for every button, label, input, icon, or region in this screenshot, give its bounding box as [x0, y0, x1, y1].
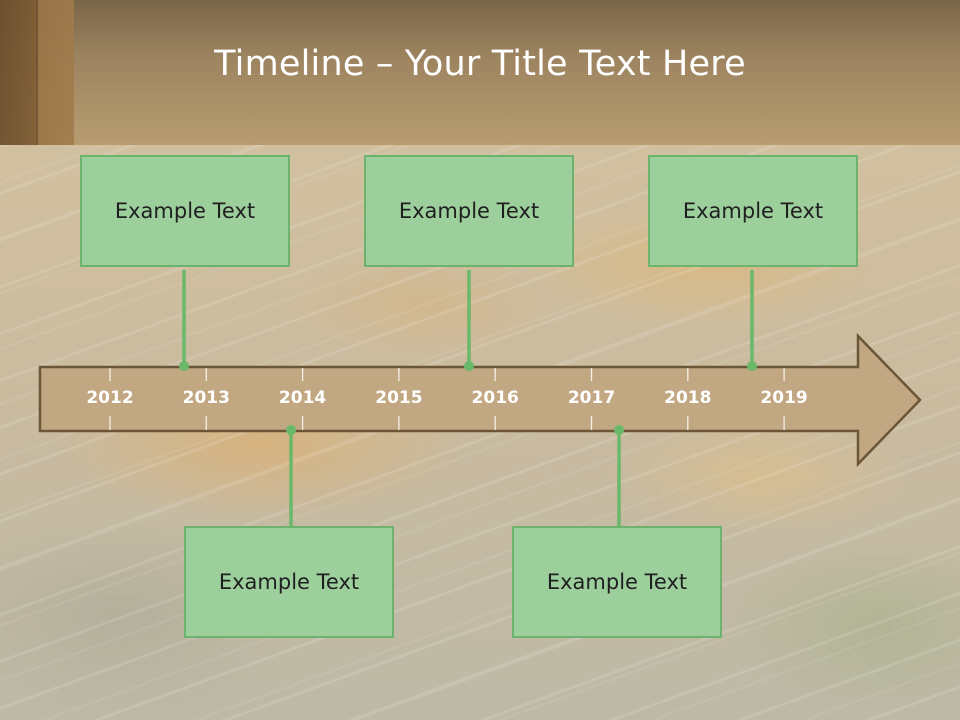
- event-box-bottom-1: Example Text: [184, 526, 394, 638]
- timeline-ticks: [109, 368, 785, 430]
- connector-dot: [286, 425, 296, 435]
- year-label: 2018: [664, 388, 711, 408]
- year-label: 2014: [279, 388, 326, 408]
- year-label: 2012: [86, 388, 133, 408]
- timeline-year-labels: 2012 2013 2014 2015 2016 2017 2018 2019: [86, 388, 807, 408]
- timeline-connectors: [179, 270, 757, 526]
- year-label: 2019: [760, 388, 807, 408]
- event-box-top-3: Example Text: [648, 155, 858, 267]
- year-label: 2017: [568, 388, 615, 408]
- connector-dot: [464, 361, 474, 371]
- year-label: 2015: [375, 388, 422, 408]
- slide-title: Timeline – Your Title Text Here: [214, 44, 746, 84]
- connector-dot: [179, 361, 189, 371]
- year-label: 2013: [183, 388, 230, 408]
- event-box-bottom-2: Example Text: [512, 526, 722, 638]
- title-band-accent: [0, 0, 74, 145]
- timeline-arrow: [38, 332, 922, 468]
- event-box-top-1: Example Text: [80, 155, 290, 267]
- title-band-stripe: [36, 0, 38, 145]
- connector-dot: [614, 425, 624, 435]
- title-band: Timeline – Your Title Text Here: [0, 0, 960, 145]
- event-box-top-2: Example Text: [364, 155, 574, 267]
- year-label: 2016: [472, 388, 519, 408]
- connector-dot: [747, 361, 757, 371]
